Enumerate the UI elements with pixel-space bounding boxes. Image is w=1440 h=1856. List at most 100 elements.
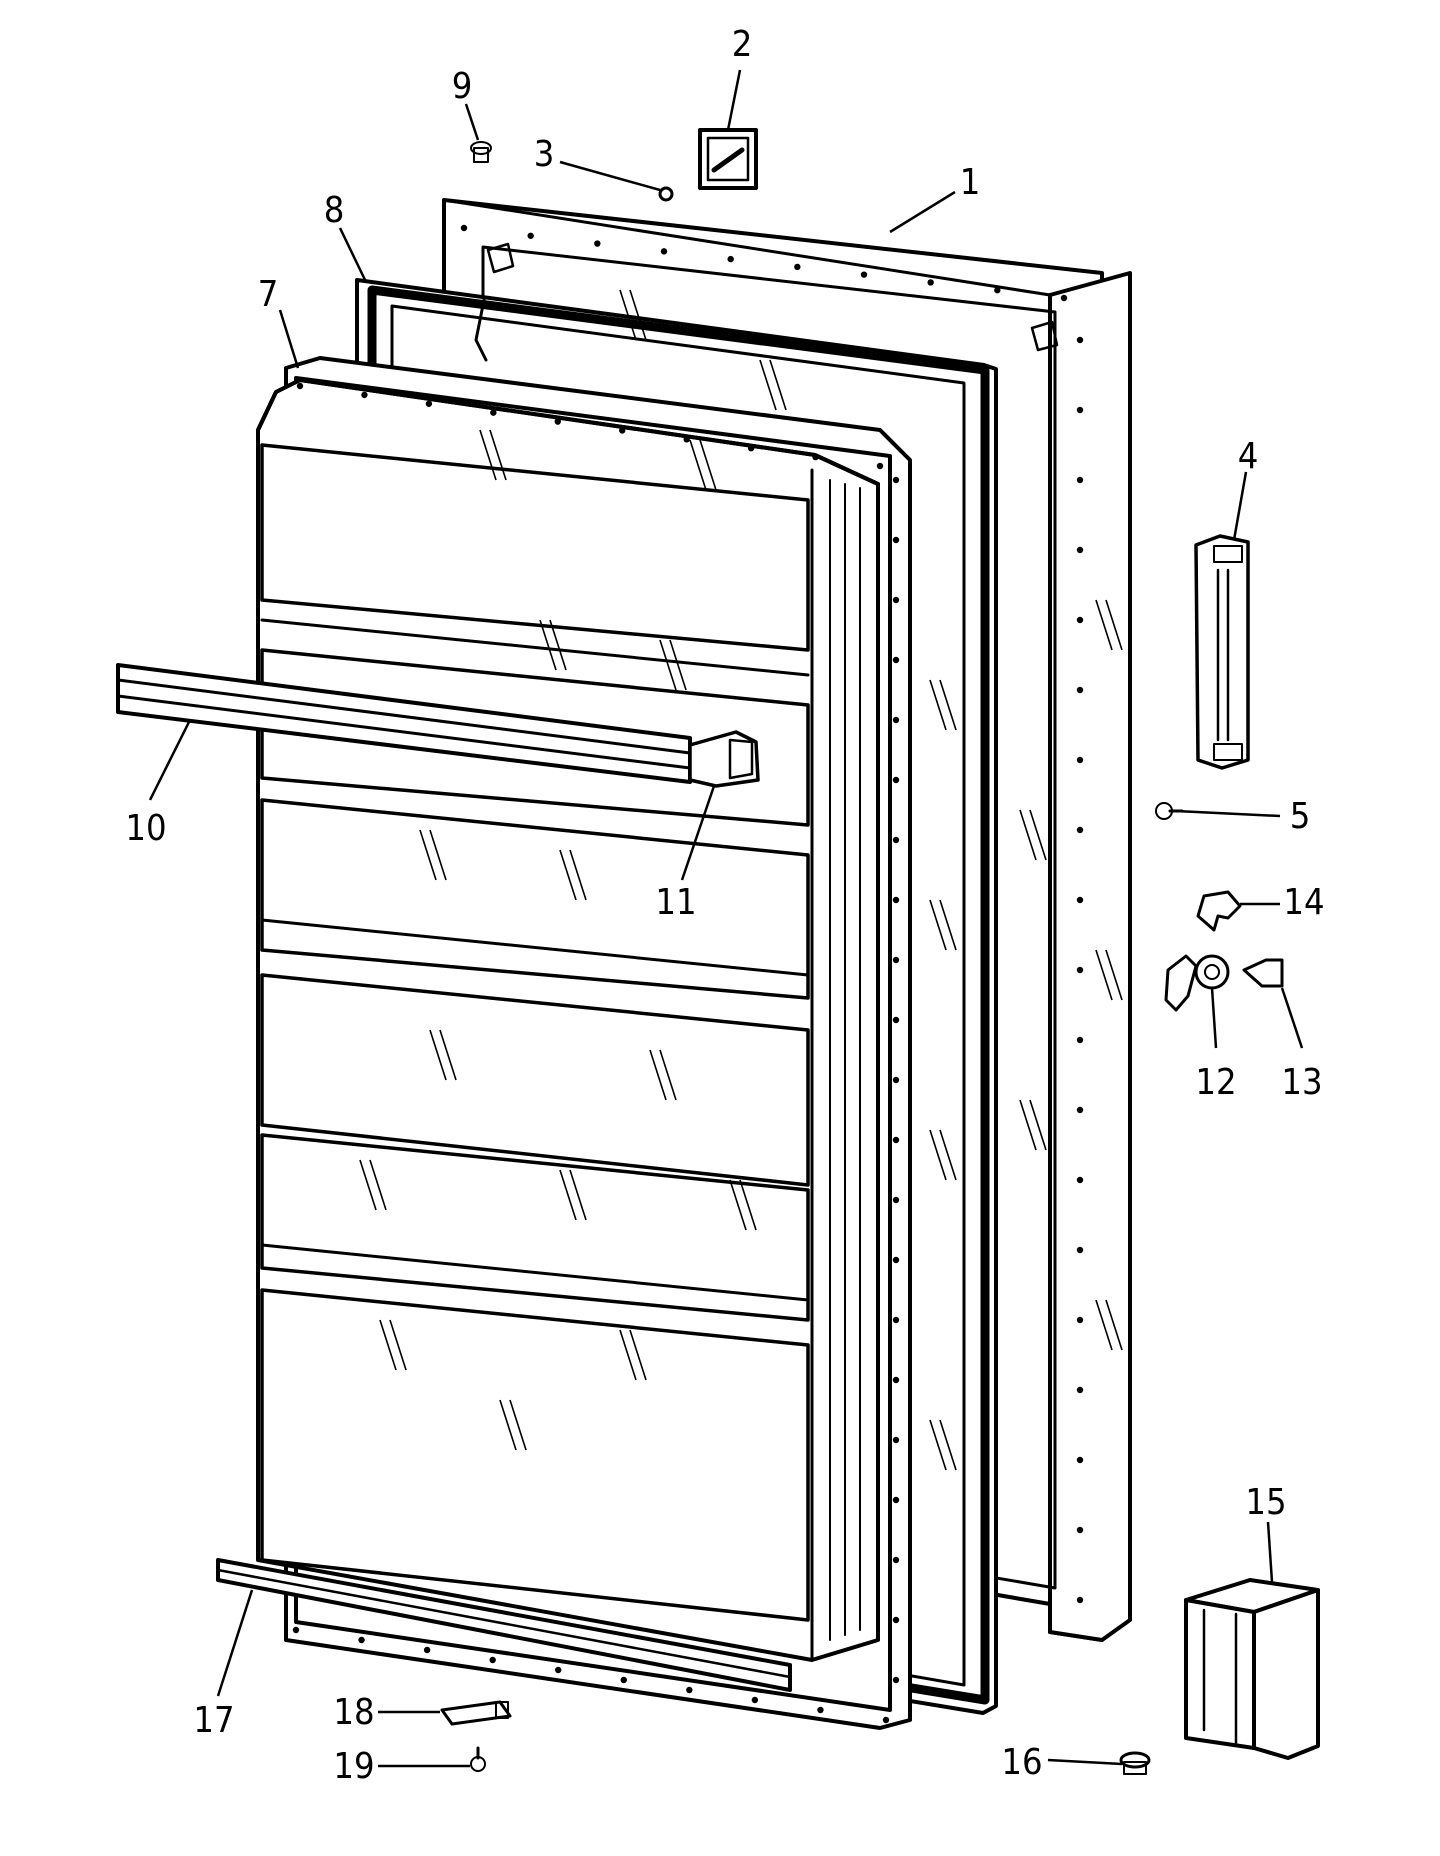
rivet-dot — [892, 1196, 900, 1204]
hatch-mark — [1095, 599, 1113, 651]
hatch-mark — [939, 899, 957, 951]
callout-18: 18 — [333, 1692, 374, 1733]
rivet-dot — [361, 391, 368, 399]
callout-14: 14 — [1283, 882, 1324, 923]
hatch-mark — [499, 1399, 517, 1451]
rivet-dot — [747, 445, 755, 452]
rivet-dot — [554, 418, 561, 425]
rivet-dot — [296, 382, 304, 390]
leader-3 — [559, 160, 661, 192]
rivet-dot — [292, 1626, 300, 1634]
hatch-mark — [1095, 949, 1113, 1001]
leader-8 — [338, 227, 368, 283]
hatch-mark — [369, 1159, 387, 1211]
hatch-mark — [659, 639, 677, 691]
part-3-screw — [658, 186, 674, 202]
part-14-latch-spring — [1196, 890, 1242, 932]
part-19-hinge-screw — [470, 1746, 486, 1772]
part-17-lower-bar — [216, 1558, 792, 1692]
hatch-mark — [1019, 1099, 1037, 1151]
hatch-mark — [559, 1169, 577, 1221]
callout-3: 3 — [534, 134, 555, 175]
rivet-dot — [1076, 1526, 1084, 1534]
rivet-dot — [927, 279, 934, 286]
hatch-mark — [539, 619, 557, 671]
rivet-dot — [892, 1676, 900, 1684]
part-11-bar-end-clip — [688, 730, 760, 788]
rivet-dot — [892, 1616, 900, 1624]
rivet-dot — [892, 1256, 900, 1264]
callout-10: 10 — [125, 808, 166, 849]
callout-13: 13 — [1281, 1062, 1322, 1103]
hatch-mark — [429, 1029, 447, 1081]
hatch-mark — [769, 359, 787, 411]
rivet-dot — [892, 1136, 900, 1144]
rivet-dot — [660, 248, 668, 255]
hatch-mark — [1019, 809, 1037, 861]
hatch-mark — [429, 829, 447, 881]
rivet-dot — [994, 287, 1001, 294]
rivet-dot — [527, 232, 534, 239]
leader-1 — [889, 190, 956, 234]
hatch-mark — [929, 1419, 947, 1471]
callout-15: 15 — [1245, 1482, 1286, 1523]
hatch-mark — [929, 899, 947, 951]
leader-16 — [1047, 1758, 1123, 1766]
callout-7: 7 — [258, 274, 279, 315]
rivet-dot — [892, 656, 900, 664]
leader-2 — [726, 69, 742, 131]
callout-12: 12 — [1195, 1062, 1236, 1103]
rivet-dot — [1076, 546, 1084, 554]
rivet-dot — [489, 1656, 496, 1664]
part-15-door-stop — [1184, 1578, 1320, 1760]
part-18-hinge-plate — [440, 1700, 512, 1726]
callout-17: 17 — [193, 1700, 234, 1741]
rivet-dot — [620, 1676, 627, 1684]
part-13-strike — [1242, 958, 1284, 988]
rivet-dot — [1076, 896, 1084, 904]
rivet-dot — [1076, 826, 1084, 834]
callout-2: 2 — [732, 24, 753, 65]
part-10-shelf-bar — [116, 663, 692, 784]
rivet-dot — [490, 409, 497, 416]
hatch-mark — [389, 1319, 407, 1371]
hatch-mark — [549, 619, 567, 671]
part-12-latch-cam — [1164, 954, 1230, 1012]
hatch-mark — [1095, 1299, 1113, 1351]
hatch-mark — [619, 289, 637, 341]
hatch-mark — [939, 1129, 957, 1181]
rivet-dot — [892, 1496, 900, 1504]
leader-lines — [148, 69, 1304, 1768]
rivet-dot — [1076, 406, 1084, 414]
leader-15 — [1266, 1521, 1274, 1583]
callout-1: 1 — [960, 162, 981, 203]
rivet-dot — [812, 453, 819, 461]
rivet-dot — [892, 956, 900, 964]
rivet-dot — [892, 596, 900, 604]
rivet-dot — [1076, 1246, 1084, 1254]
hatch-mark — [689, 439, 707, 491]
rivet-dot — [425, 400, 433, 407]
leader-10 — [148, 719, 192, 801]
part-4-handle — [1194, 534, 1250, 770]
rivet-dot — [892, 1556, 900, 1564]
hatch-mark — [929, 679, 947, 731]
leader-11 — [680, 785, 716, 881]
hatch-mark — [649, 1049, 667, 1101]
hatch-mark — [669, 639, 687, 691]
callout-16: 16 — [1001, 1742, 1042, 1783]
rivet-dot — [460, 224, 468, 232]
hatch-mark — [1029, 809, 1047, 861]
part-2-handle-cover — [698, 128, 758, 190]
leader-5 — [1175, 809, 1281, 818]
rivet-dot — [1076, 1106, 1084, 1114]
rivet-dot — [1076, 336, 1084, 344]
rivet-dot — [1060, 294, 1068, 302]
hatch-mark — [479, 429, 497, 481]
rivet-dot — [876, 462, 884, 470]
hatch-mark — [729, 1179, 747, 1231]
hatch-mark — [619, 1329, 637, 1381]
rivet-dot — [892, 1436, 900, 1444]
leader-12 — [1210, 987, 1218, 1049]
